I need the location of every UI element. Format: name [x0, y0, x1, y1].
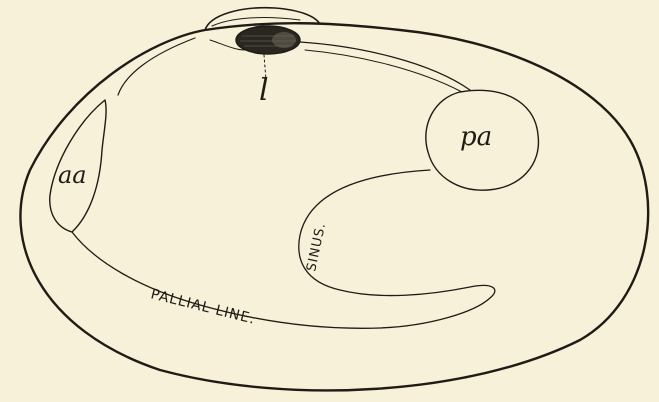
dorsal-inner-edge	[300, 42, 470, 90]
label-anterior-adductor: aa	[58, 161, 87, 189]
label-posterior-adductor: pa	[460, 122, 492, 152]
label-pallial-line: PALLIAL LINE.	[149, 286, 257, 328]
label-sinus: SINUS.	[304, 221, 329, 273]
label-ligament: l	[259, 73, 269, 108]
pallial-line	[72, 170, 495, 328]
ligament	[236, 26, 300, 54]
shell-outer-margin	[20, 23, 648, 390]
dorsal-inner-edge-2	[305, 50, 462, 92]
